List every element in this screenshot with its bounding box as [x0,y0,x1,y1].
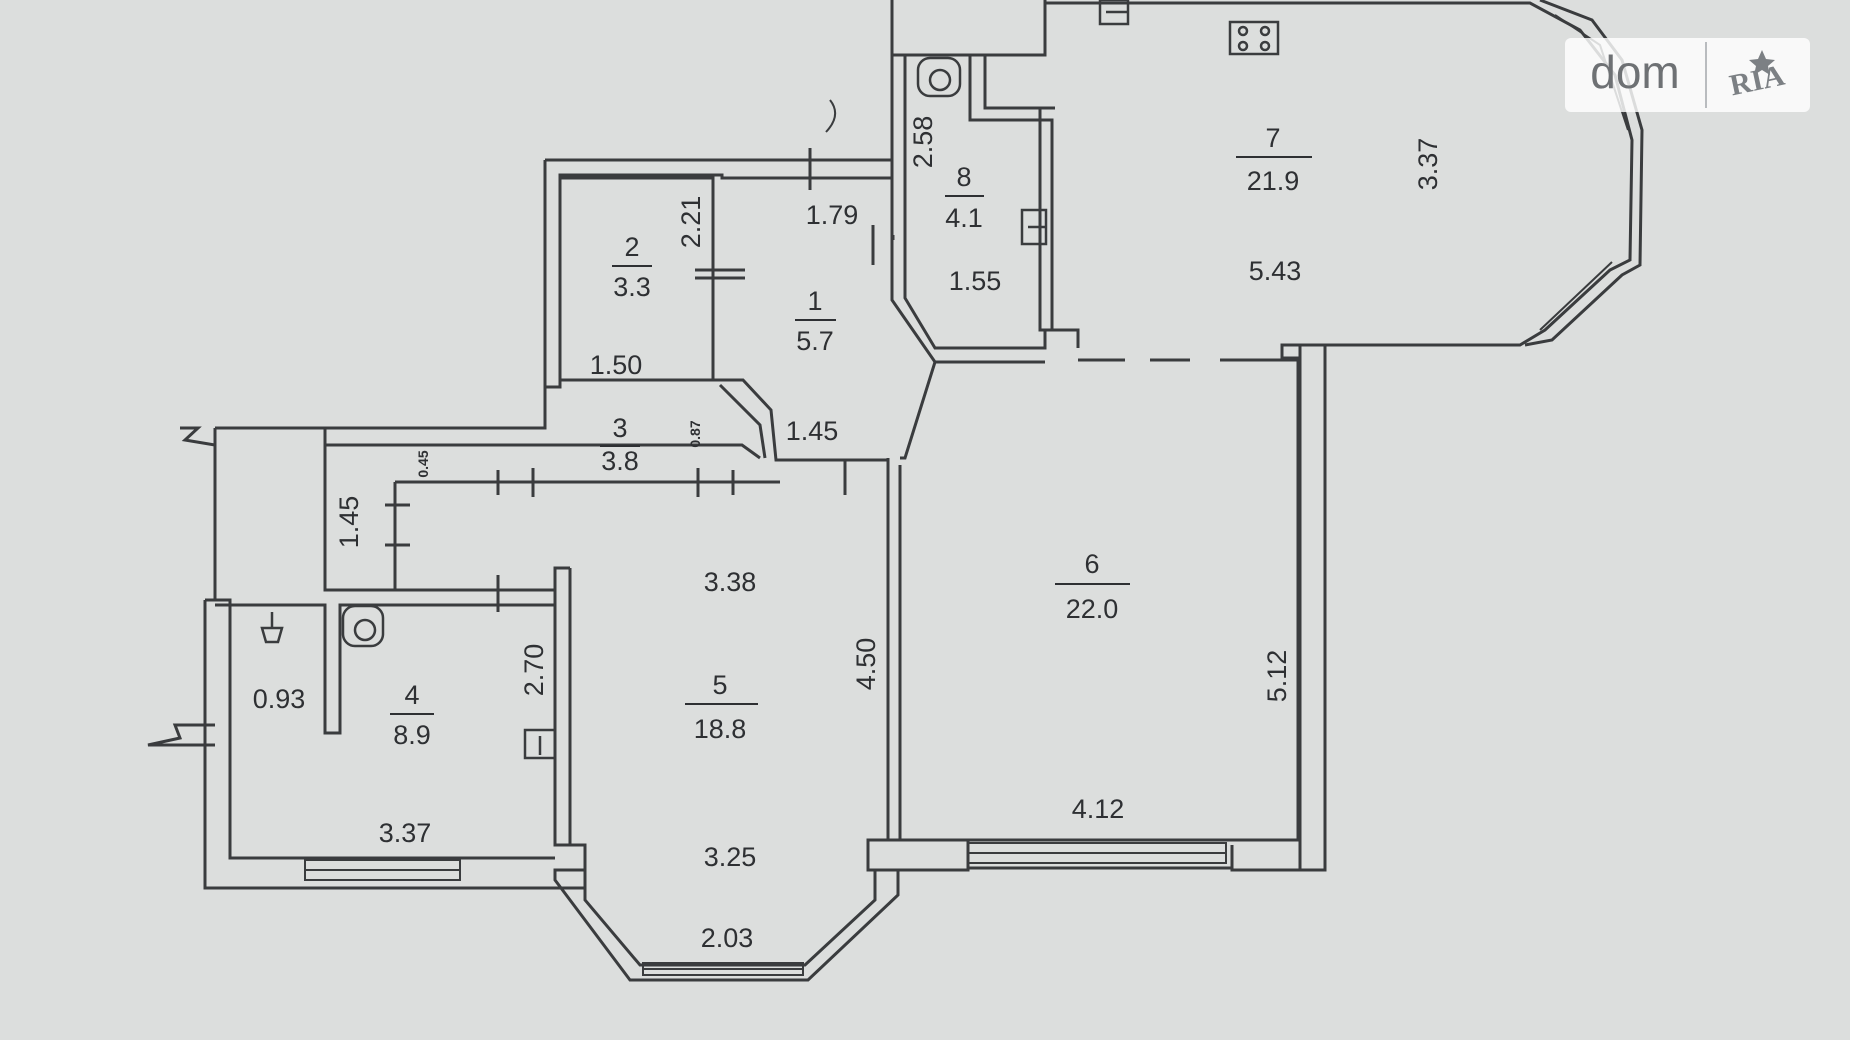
dimension-label: 0.87 [687,420,703,447]
room-label-7: 7 21.9 [1236,123,1312,196]
radiator-icon [1098,0,1130,26]
stove-icon [1228,20,1280,56]
dimension-label: 0.93 [253,684,306,714]
dimension-label: 4.12 [1072,794,1125,824]
room-label-5: 5 18.8 [685,670,758,744]
dimension-label: 5.12 [1262,650,1292,703]
room-area: 21.9 [1247,166,1300,196]
room-number: 3 [612,413,627,443]
dimension-label: 2.58 [908,116,938,169]
room-number: 2 [624,232,639,262]
dimension-label: 3.25 [704,842,757,872]
dimension-label: 1.45 [334,496,364,549]
room-number: 6 [1084,549,1099,579]
dimension-label: 3.38 [704,567,757,597]
fixtures [260,0,1280,760]
drain-icon [260,612,284,644]
dimension-label: 3.37 [379,818,432,848]
dimension-label: 0.45 [415,450,431,477]
dimension-label: 1.55 [949,266,1002,296]
room-number: 1 [807,286,822,316]
dimension-label: 5.43 [1249,256,1302,286]
room-number: 4 [404,680,419,710]
walls [147,0,1644,982]
dimension-label: 2.21 [676,196,706,249]
room-area: 5.7 [796,326,834,356]
room-label-3: 3 3.8 [600,413,640,476]
room-label-4: 4 8.9 [390,680,434,750]
dimension-label: 2.70 [519,644,549,697]
room-number: 7 [1265,123,1280,153]
watermark-logo: dom RIA [1565,38,1810,112]
room-label-8: 8 4.1 [945,162,984,233]
room-area: 3.8 [601,446,639,476]
radiator-icon [523,728,557,760]
dimension-label: 2.03 [701,923,754,953]
toilet-icon [341,604,385,648]
room-number: 5 [712,670,727,700]
partition-ticks [385,148,1190,612]
dimension-label: 1.79 [806,200,859,230]
radiator-icon [1020,208,1048,246]
room-labels: 1 5.7 2 3.3 3 3.8 4 8.9 5 18.8 6 22.0 [390,123,1312,750]
door-arc [825,99,837,133]
toilet-icon [916,56,962,98]
room-number: 8 [956,162,971,192]
room-area: 8.9 [393,720,431,750]
dimension-label: 3.37 [1413,138,1443,191]
room-area: 3.3 [613,272,651,302]
dimension-labels: 1.79 2.21 1.50 1.45 0.87 0.45 1.45 2.58 … [253,116,1443,953]
room-area: 22.0 [1066,594,1119,624]
dimension-label: 1.45 [786,416,839,446]
room-label-1: 1 5.7 [795,286,836,356]
star-icon [1749,50,1775,75]
room-label-2: 2 3.3 [612,232,652,302]
dimension-label: 4.50 [851,638,881,691]
room-area: 4.1 [945,203,983,233]
room-area: 18.8 [694,714,747,744]
watermark-brand: dom [1590,46,1679,98]
dimension-label: 1.50 [590,350,643,380]
room-label-6: 6 22.0 [1055,549,1130,624]
